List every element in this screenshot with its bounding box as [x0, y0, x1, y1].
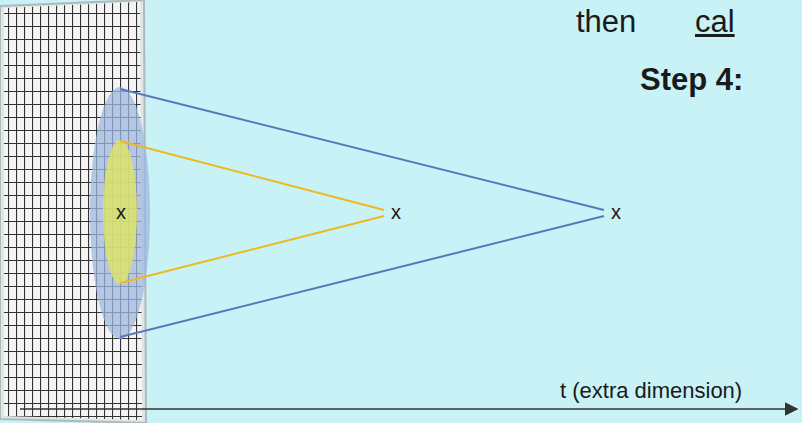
- axis-label: t (extra dimension): [560, 380, 742, 402]
- point-marker: x: [116, 202, 126, 222]
- point-marker: x: [391, 202, 401, 222]
- slide-text: cal: [695, 6, 735, 37]
- point-marker: x: [611, 202, 621, 222]
- slide-text: then: [576, 6, 636, 37]
- cone-lines: [120, 89, 604, 337]
- detector-panel: [0, 0, 150, 423]
- outer-spot: [90, 87, 150, 339]
- step-heading: Step 4:: [640, 64, 743, 95]
- inner-spot: [103, 140, 137, 284]
- t-axis: [20, 408, 797, 410]
